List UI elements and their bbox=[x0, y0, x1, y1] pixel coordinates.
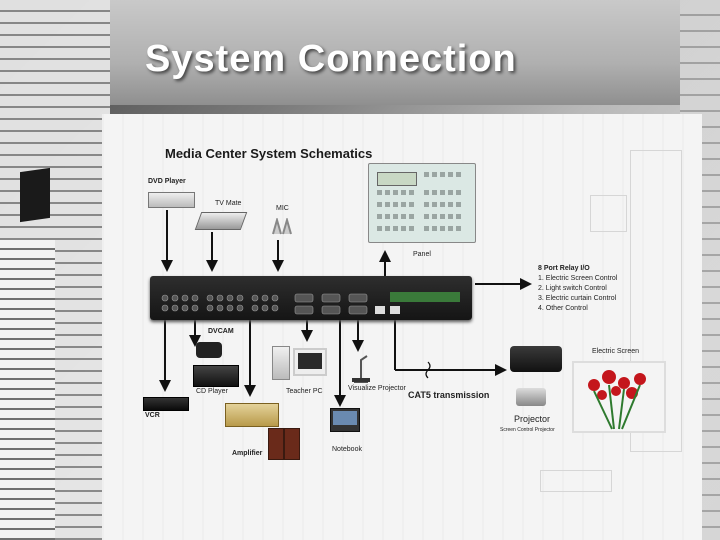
notebook-device bbox=[330, 408, 360, 432]
relay-item-3: 3. Electric curtain Control bbox=[538, 295, 617, 302]
teacher-pc-label: Teacher PC bbox=[286, 388, 323, 395]
dvd-player-device bbox=[148, 192, 195, 208]
vcr-label: VCR bbox=[145, 412, 160, 419]
relay-title: 8 Port Relay I/O bbox=[538, 265, 590, 272]
wireless-squiggle bbox=[425, 361, 431, 379]
projector-label: Projector bbox=[514, 414, 551, 424]
mic-label: MIC bbox=[276, 205, 289, 212]
cd-player-label: CD Player bbox=[196, 388, 228, 395]
amplifier-device bbox=[225, 403, 279, 427]
title-band bbox=[110, 0, 680, 105]
relay-item-2: 2. Light switch Control bbox=[538, 285, 607, 292]
projector-device bbox=[510, 346, 562, 372]
relay-item-1: 1. Electric Screen Control bbox=[538, 275, 618, 282]
pc-monitor-device bbox=[293, 348, 327, 376]
ghost-chip bbox=[590, 195, 627, 232]
speaker-right-device bbox=[284, 428, 300, 460]
projector-control-device bbox=[516, 388, 546, 406]
mic-device bbox=[270, 216, 296, 236]
dvcam-device bbox=[196, 342, 222, 358]
notebook-label: Notebook bbox=[332, 446, 362, 453]
panel-label: Panel bbox=[413, 251, 431, 258]
visualizer-device bbox=[350, 352, 372, 384]
amplifier-label: Amplifier bbox=[232, 450, 263, 457]
projector-sub-label: Screen Control Projector bbox=[500, 427, 555, 433]
visualizer-label: Visualize Projector bbox=[348, 385, 406, 392]
dvcam-label: DVCAM bbox=[208, 328, 234, 335]
slide-title: System Connection bbox=[145, 38, 517, 80]
matrix-switcher-device bbox=[150, 276, 472, 320]
dvd-player-label: DVD Player bbox=[148, 178, 186, 185]
ghost-bar bbox=[540, 470, 612, 492]
ghost-column bbox=[630, 150, 682, 452]
electric-screen-device bbox=[572, 361, 666, 433]
electric-screen-label: Electric Screen bbox=[592, 348, 640, 355]
relay-item-4: 4. Other Control bbox=[538, 305, 588, 312]
speaker-left-device bbox=[268, 428, 284, 460]
tv-mate-device bbox=[194, 212, 248, 230]
schematic-heading: Media Center System Schematics bbox=[165, 146, 373, 161]
vcr-device bbox=[143, 397, 189, 411]
schematic-panel bbox=[102, 114, 702, 540]
cd-player-device bbox=[193, 365, 239, 387]
pc-tower-device bbox=[272, 346, 290, 380]
cat5-label: CAT5 transmission bbox=[408, 390, 490, 400]
tv-mate-label: TV Mate bbox=[215, 200, 242, 207]
building-graphic-left-lower bbox=[0, 240, 55, 540]
control-panel-device bbox=[368, 163, 476, 243]
